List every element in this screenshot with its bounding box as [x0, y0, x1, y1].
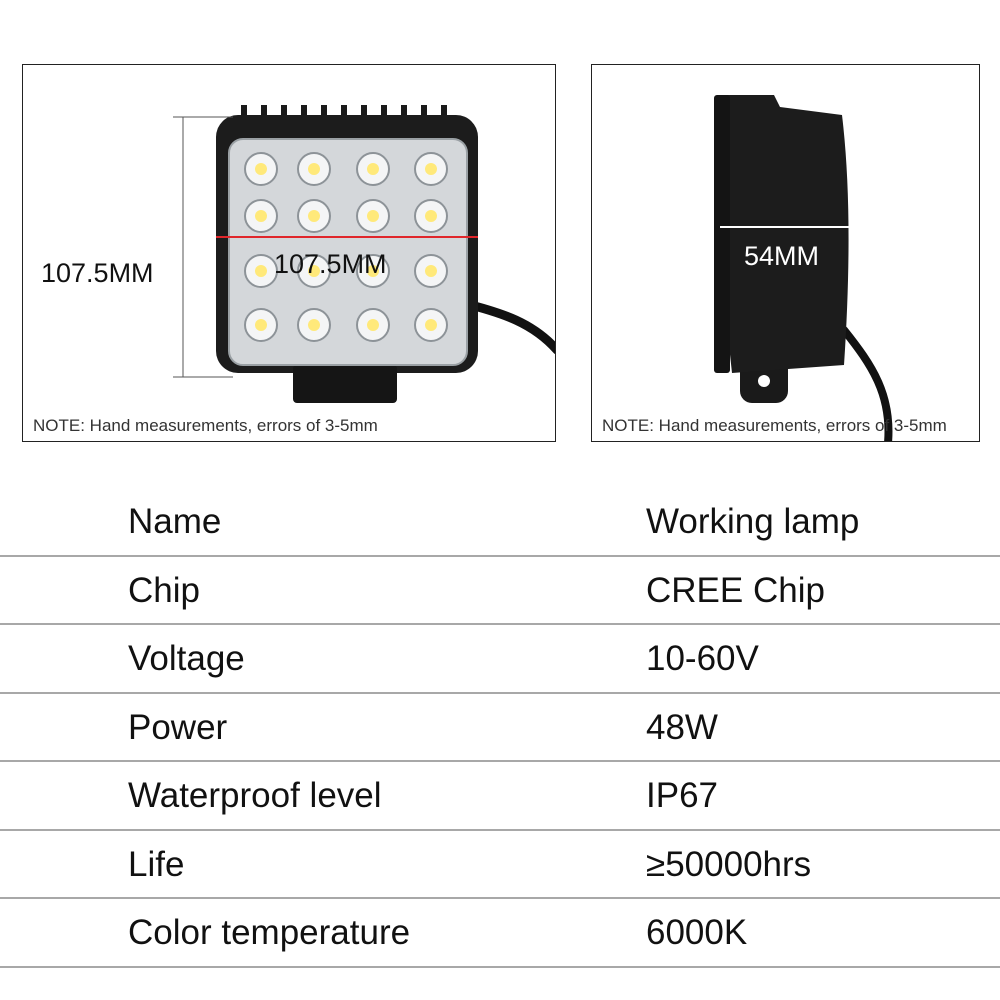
height-measure-label: 107.5MM	[41, 258, 154, 288]
spec-row-color-temperature: Color temperature 6000K	[0, 899, 1000, 968]
spec-row-waterproof: Waterproof level IP67	[0, 762, 1000, 831]
spec-key: Chip	[128, 570, 200, 610]
spec-row-life: Life ≥50000hrs	[0, 831, 1000, 899]
front-view-panel: 107.5MM 107.5MM NOTE: Hand measurements,…	[22, 64, 556, 442]
spec-key: Voltage	[128, 639, 245, 678]
spec-value: Working lamp	[646, 502, 860, 541]
spec-value: IP67	[646, 776, 718, 815]
spec-row-power: Power 48W	[0, 694, 1000, 762]
width-measure-label: 107.5MM	[274, 249, 387, 279]
front-note: NOTE: Hand measurements, errors of 3-5mm	[33, 416, 378, 435]
spec-value: 10-60V	[646, 639, 759, 678]
spec-row-name: Name Working lamp	[0, 488, 1000, 557]
lamp-front-photo	[173, 105, 555, 403]
depth-measure-label: 54MM	[744, 241, 820, 271]
spec-value: 6000K	[646, 913, 748, 952]
spec-value: CREE Chip	[646, 570, 825, 610]
spec-value: ≥50000hrs	[646, 844, 812, 884]
spec-table: Name Working lamp Chip CREE Chip Voltage…	[0, 488, 1000, 968]
side-note: NOTE: Hand measurements, errors of 3-5mm	[602, 416, 947, 435]
spec-key: Color temperature	[128, 913, 411, 952]
lamp-side-photo	[714, 95, 893, 441]
spec-row-voltage: Voltage 10-60V	[0, 625, 1000, 694]
spec-key: Waterproof level	[128, 776, 382, 815]
spec-value: 48W	[646, 707, 718, 747]
spec-row-chip: Chip CREE Chip	[0, 557, 1000, 625]
spec-key: Name	[128, 502, 222, 541]
side-view-panel: 54MM NOTE: Hand measurements, errors of …	[591, 64, 980, 442]
spec-key: Life	[128, 844, 185, 884]
spec-key: Power	[128, 707, 228, 747]
